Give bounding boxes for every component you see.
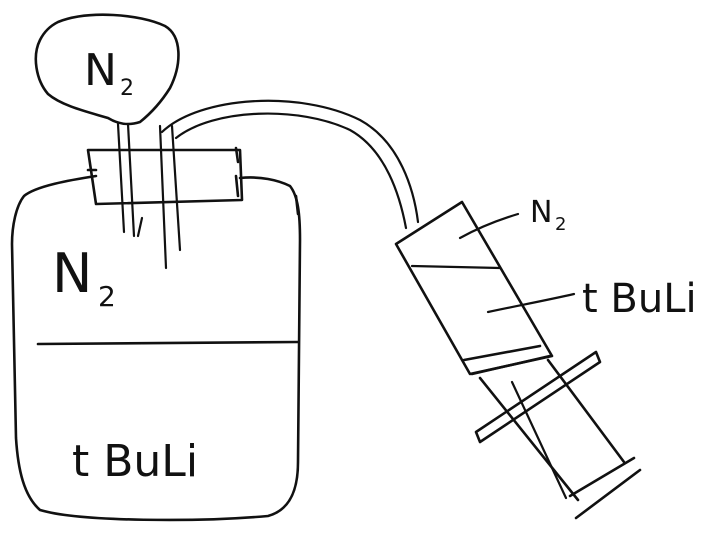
nitrogen-balloon: N 2: [34, 13, 180, 126]
syringe-liquid-label: t BuLi: [582, 276, 697, 322]
syringe-gas-arrow: [458, 212, 520, 240]
needles: [116, 122, 182, 270]
balloon-outline: [34, 13, 180, 126]
septum-outline: [86, 148, 244, 206]
headspace-gas-subscript: 2: [98, 280, 116, 313]
finger-flange: [474, 350, 602, 444]
syringe-liquid-arrow: [486, 292, 576, 314]
septum-right-tick-2: [234, 174, 240, 198]
liquid-level-line: [36, 340, 300, 346]
plunger-end-2: [574, 468, 642, 520]
transfer-needle-left: [158, 124, 168, 270]
syringe-gas-label: N: [530, 195, 552, 230]
tubing-outer: [160, 99, 420, 224]
plunger-seal-1: [462, 344, 542, 362]
bottle-rim-right: [294, 194, 300, 216]
headspace-gas-label: N: [52, 242, 92, 305]
transfer-tubing: [160, 99, 420, 230]
syringe-barrel: [394, 200, 554, 376]
syringe-gas-subscript: 2: [555, 214, 566, 235]
plunger-seal-2: [470, 354, 552, 376]
plunger-end-1: [568, 456, 636, 498]
plunger-center-line: [510, 380, 568, 500]
septum-cap: [86, 146, 244, 206]
balloon-needle-right: [126, 122, 136, 238]
syringe-meniscus: [410, 264, 502, 270]
balloon-gas-label: N: [84, 45, 117, 96]
reagent-bottle: N 2 t BuLi: [10, 174, 302, 522]
septum-right-tick: [234, 146, 240, 164]
transfer-needle-right: [170, 124, 182, 252]
balloon-needle-left: [116, 122, 126, 234]
balloon-gas-subscript: 2: [120, 76, 134, 101]
bottle-liquid-label: t BuLi: [72, 436, 198, 487]
tubing-inner: [174, 112, 408, 230]
syringe: N 2 t BuLi: [394, 195, 697, 520]
needle-tip-mark: [136, 216, 144, 238]
